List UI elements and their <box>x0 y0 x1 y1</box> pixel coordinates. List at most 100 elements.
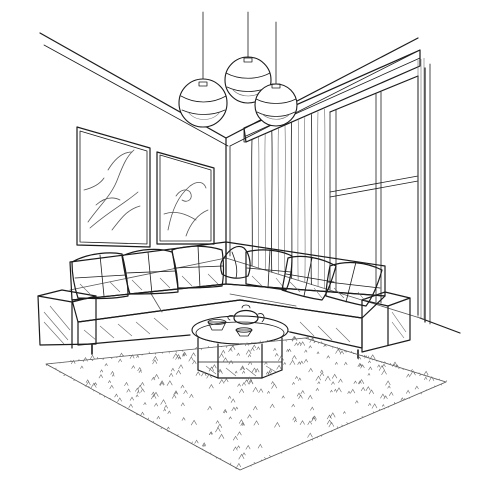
rug-fringe <box>445 380 448 383</box>
rug-tuft <box>387 385 391 389</box>
rug-tuft <box>381 363 386 368</box>
rug-tuft <box>156 415 161 420</box>
rug-tuft <box>194 439 199 444</box>
rug-tuft <box>310 406 315 411</box>
rug-tuft <box>206 373 212 379</box>
rug-tuft <box>333 388 337 392</box>
rug-tuft <box>128 403 133 408</box>
rug-tuft <box>241 366 245 370</box>
rug-fringe <box>232 344 235 347</box>
rug-fringe <box>93 390 95 392</box>
rug-tuft <box>188 356 194 362</box>
rug-tuft <box>218 433 225 440</box>
rug-tuft <box>299 360 304 365</box>
rug-tuft <box>189 393 194 399</box>
rug-fringe <box>154 352 157 355</box>
rug-fringe <box>70 360 73 362</box>
rug-fringe <box>311 338 314 341</box>
rug-tuft <box>150 393 157 400</box>
rug-tuft <box>240 422 245 426</box>
cushions <box>71 245 383 307</box>
curtain-pleat <box>323 108 326 289</box>
rug-fringe <box>191 441 193 444</box>
rug-tuft <box>90 382 97 389</box>
rug-tuft <box>360 386 366 392</box>
rug-tuft <box>167 410 171 414</box>
rug-tuft <box>232 435 238 441</box>
rug-fringe <box>442 380 444 382</box>
rug-tuft <box>235 406 239 410</box>
rug-fringe <box>99 392 101 396</box>
rug-fringe <box>364 354 366 357</box>
rug-tuft <box>292 335 296 340</box>
rug-tuft <box>335 348 341 354</box>
rug-fringe <box>265 339 268 343</box>
rug-tuft <box>300 389 305 395</box>
rug-tuft <box>211 364 217 369</box>
rug-tuft <box>168 372 174 378</box>
rug-tuft <box>298 377 302 381</box>
rug-fringe <box>91 359 94 362</box>
rug-tuft <box>385 380 391 386</box>
lamp-right <box>254 83 298 127</box>
rug-fringe <box>136 414 139 416</box>
rug-tuft <box>252 386 259 393</box>
rug-fringe <box>353 420 356 422</box>
rug-fringe <box>102 357 105 361</box>
rug-tuft <box>131 365 136 369</box>
rug-tuft <box>315 375 321 381</box>
rug-fringe <box>332 346 334 349</box>
curtains <box>251 58 425 320</box>
rug-tuft <box>283 361 287 365</box>
rug-tuft <box>159 380 165 386</box>
rug-fringe <box>350 350 353 353</box>
rug-tuft <box>154 402 159 407</box>
rug-fringe <box>389 363 392 365</box>
rug-tuft <box>291 355 297 360</box>
rug-tuft <box>326 414 332 420</box>
rug-tuft <box>357 356 362 360</box>
rug-tuft <box>82 356 88 362</box>
tea-cup-left <box>207 319 227 331</box>
rug-fringe <box>251 342 254 344</box>
rug-tuft <box>207 405 213 411</box>
rug-fringe <box>253 461 256 464</box>
rug-tuft <box>135 394 139 398</box>
rug-tuft <box>388 391 394 396</box>
rug-tuft <box>152 391 159 398</box>
rug-tuft <box>180 402 185 407</box>
rug-tuft <box>247 354 252 358</box>
rug-fringe <box>50 363 53 365</box>
rug-tuft <box>228 416 232 420</box>
rug-tuft <box>129 396 134 401</box>
rug-tuft <box>70 359 76 365</box>
rug-fringe <box>238 468 241 471</box>
rug-tuft <box>99 369 104 373</box>
rug-tuft <box>371 403 378 409</box>
rug-tuft <box>329 412 336 418</box>
cushion-2 <box>121 248 179 295</box>
rug-fringe <box>372 411 375 413</box>
sofa-right-arm <box>361 291 411 353</box>
rug-tuft <box>360 364 365 369</box>
rug-tuft <box>201 442 207 447</box>
rug-tuft <box>236 445 241 449</box>
rug-tuft <box>326 419 332 425</box>
wall-art-left <box>76 126 151 248</box>
rug-fringe <box>131 410 134 412</box>
rug-tuft <box>241 382 246 386</box>
rug-tuft <box>258 388 264 394</box>
rug-tuft <box>177 356 181 360</box>
rug-fringe <box>361 416 364 418</box>
rug-tuft <box>159 381 164 386</box>
rug-tuft <box>117 397 122 402</box>
rug-tuft <box>292 416 297 421</box>
rug-tuft <box>80 365 84 369</box>
rug-fringe <box>160 427 163 430</box>
rug-tuft <box>231 406 236 412</box>
rug-fringe <box>324 344 327 346</box>
rug-tuft <box>330 389 333 393</box>
rug-tuft <box>299 341 306 347</box>
rug-fringe <box>167 430 169 433</box>
rug-tuft <box>237 431 242 436</box>
